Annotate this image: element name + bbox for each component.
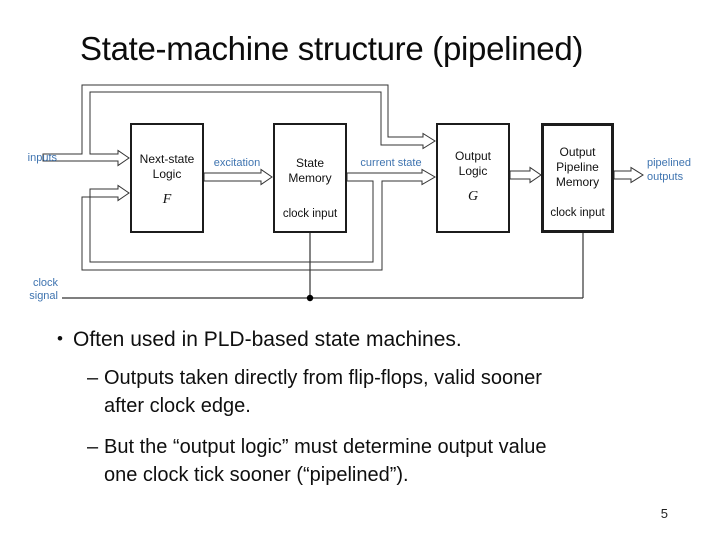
box-label: State bbox=[295, 156, 325, 170]
box-label: Output bbox=[454, 149, 492, 163]
next-state-logic-box: Next-state Logic F bbox=[130, 123, 204, 233]
pipelined-outputs-label: pipelined outputs bbox=[647, 157, 692, 183]
bullet-item: • Often used in PLD-based state machines… bbox=[57, 327, 663, 353]
state-machine-diagram: Next-state Logic F State Memory clock in… bbox=[27, 84, 692, 302]
sub-bullet-text: one clock tick sooner (“pipelined”). bbox=[104, 464, 409, 486]
sub-bullet-text: Outputs taken directly from flip-flops, … bbox=[104, 367, 542, 389]
inputs-label: inputs bbox=[27, 152, 57, 164]
clock-signal-label: clock signal bbox=[29, 277, 58, 302]
output-logic-box: Output Logic G bbox=[436, 123, 510, 233]
excitation-arrow bbox=[203, 168, 273, 186]
slide-title: State-machine structure (pipelined) bbox=[80, 30, 584, 67]
page-number: 5 bbox=[660, 506, 668, 521]
clock-junction-dot bbox=[306, 294, 314, 302]
bullet-list: • Often used in PLD-based state machines… bbox=[57, 327, 663, 489]
box-label: Pipeline bbox=[556, 160, 599, 174]
box-label: Logic bbox=[458, 164, 488, 178]
excitation-label: excitation bbox=[213, 157, 261, 169]
box-label: Output bbox=[559, 145, 596, 159]
box-label: Next-state bbox=[139, 152, 195, 166]
sub-bullet-text: But the “output logic” must determine ou… bbox=[104, 436, 547, 458]
bullet-glyph: • bbox=[57, 329, 63, 348]
box-label: Memory bbox=[288, 171, 332, 185]
output-pipeline-memory-box: Output Pipeline Memory clock input bbox=[541, 123, 614, 233]
box-label: Memory bbox=[555, 175, 600, 189]
bullet-text: Often used in PLD-based state machines. bbox=[73, 328, 462, 351]
diagram-wires bbox=[42, 84, 644, 302]
dash-glyph: – bbox=[87, 436, 99, 458]
sub-bullet-item: – But the “output logic” must determine … bbox=[87, 433, 663, 489]
function-symbol-g: G bbox=[467, 189, 479, 204]
clock-input-label: clock input bbox=[550, 207, 605, 219]
inputs-bus-wire bbox=[42, 84, 436, 167]
clock-input-label: clock input bbox=[282, 208, 338, 220]
sub-bullet-text: after clock edge. bbox=[104, 395, 251, 417]
output-logic-to-pipeline-arrow bbox=[509, 166, 542, 184]
dash-glyph: – bbox=[87, 367, 99, 389]
function-symbol-f: F bbox=[162, 192, 172, 207]
state-memory-box: State Memory clock input bbox=[273, 123, 347, 233]
sub-bullet-item: – Outputs taken directly from flip-flops… bbox=[87, 364, 663, 420]
pipelined-outputs-arrow bbox=[613, 166, 644, 184]
box-label: Logic bbox=[152, 167, 182, 181]
current-state-feedback-wire bbox=[81, 168, 437, 271]
current-state-label: current state bbox=[360, 157, 422, 169]
